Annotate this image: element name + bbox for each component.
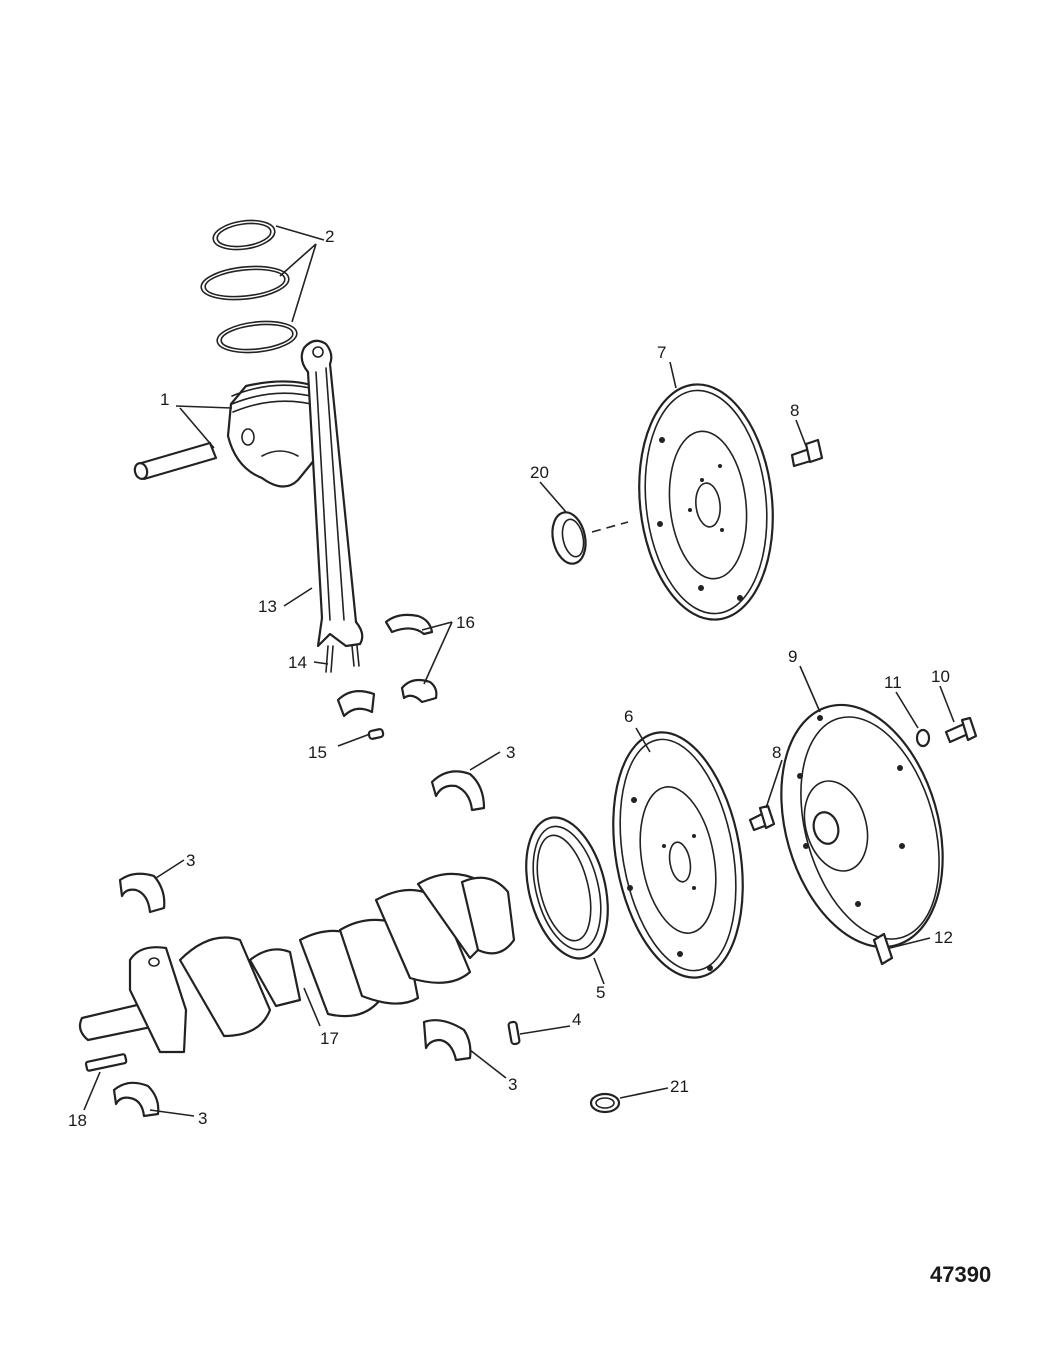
- rod-bearing-upper: [384, 613, 434, 636]
- callout-18: 18: [68, 1111, 87, 1130]
- harmonic-damper: [780, 703, 944, 949]
- callout-15: 15: [308, 743, 327, 762]
- callout-4: 4: [572, 1010, 581, 1029]
- piston: [226, 380, 326, 488]
- damper-washer: [915, 728, 931, 748]
- callout-3-a: 3: [506, 743, 515, 762]
- callout-5: 5: [596, 983, 605, 1002]
- flywheel-upper: [638, 383, 774, 621]
- piston-ring-set: [200, 219, 298, 354]
- sealing-washer: [589, 1092, 621, 1114]
- callout-8-upper: 8: [790, 401, 799, 420]
- crankshaft-rear-seal: [525, 816, 609, 960]
- piston-assembly: [133, 380, 326, 488]
- connecting-rod-assembly: [300, 339, 438, 740]
- callout-21: 21: [670, 1077, 689, 1096]
- piston-ring-bottom: [216, 320, 298, 354]
- rod-bolt-left: [325, 645, 334, 673]
- callout-labels: 1 2 7 8 20 13 14 16 15 3 3 6 8 9 11 10 1…: [68, 227, 953, 1130]
- main-bearing-d: [112, 1081, 160, 1118]
- callout-12: 12: [934, 928, 953, 947]
- callout-10: 10: [931, 667, 950, 686]
- bearing-dowel: [367, 728, 385, 740]
- flywheel-bolt-upper: [790, 438, 824, 468]
- rod-bearing-cap-half: [336, 689, 376, 718]
- leader-lines: [83, 225, 955, 1117]
- callout-13: 13: [258, 597, 277, 616]
- damper-fitting: [872, 932, 894, 966]
- crankshaft-rear-seal-small: [551, 511, 587, 565]
- callout-16: 16: [456, 613, 475, 632]
- crankshaft-pin: [507, 1020, 521, 1046]
- callout-3-c: 3: [508, 1075, 517, 1094]
- callout-3-b: 3: [186, 851, 195, 870]
- piston-ring-middle: [200, 265, 290, 301]
- connecting-rod: [300, 339, 364, 648]
- callout-17: 17: [320, 1029, 339, 1048]
- callout-6: 6: [624, 707, 633, 726]
- callout-1: 1: [160, 390, 169, 409]
- callout-3-d: 3: [198, 1109, 207, 1128]
- main-bearing-a: [430, 770, 486, 812]
- callout-14: 14: [288, 653, 307, 672]
- callout-7: 7: [657, 343, 666, 362]
- callout-9: 9: [788, 647, 797, 666]
- callout-11: 11: [884, 673, 902, 692]
- callout-20: 20: [530, 463, 549, 482]
- piston-pin: [133, 441, 218, 481]
- flexplate-bolt: [748, 804, 776, 832]
- damper-bolt: [944, 716, 978, 744]
- rod-bolt-right: [351, 645, 360, 667]
- callout-2: 2: [325, 227, 334, 246]
- main-bearing-b: [118, 872, 166, 914]
- piston-ring-top: [212, 219, 276, 251]
- main-bearing-c: [422, 1019, 472, 1062]
- crankshaft-key: [84, 1053, 128, 1072]
- rod-bearing-lower: [400, 678, 438, 704]
- figure-number: 47390: [930, 1262, 991, 1287]
- callout-8-lower: 8: [772, 743, 781, 762]
- flexplate: [612, 731, 744, 979]
- crankshaft: [78, 872, 516, 1054]
